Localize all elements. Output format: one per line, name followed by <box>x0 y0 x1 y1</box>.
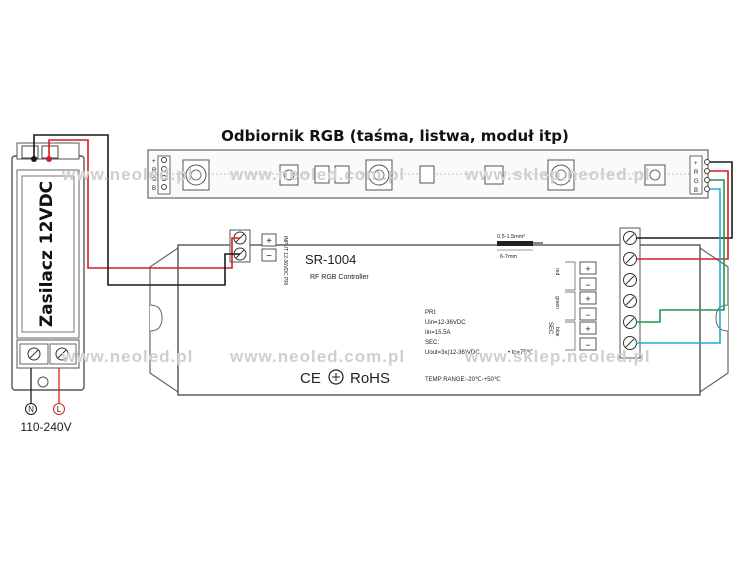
wire-psu-positive <box>48 139 240 269</box>
led-5050 <box>365 159 393 191</box>
svg-text:+: + <box>152 159 156 165</box>
svg-text:+: + <box>694 161 698 167</box>
svg-text:Uout=3x(12-36)VDC: Uout=3x(12-36)VDC <box>425 350 480 356</box>
spec-block: PRI: Uin=12-36VDC Iin=15.5A SEC: Uout=3x… <box>425 310 534 383</box>
controller-sr1004: + − INPUT 12-36VDC PRI SR-1004 RF RGB Co… <box>149 227 729 396</box>
svg-text:−: − <box>585 310 590 320</box>
svg-text:G: G <box>694 179 699 185</box>
svg-text:R: R <box>152 168 157 174</box>
resistor <box>279 164 299 186</box>
power-supply: Zasilacz 12VDC <box>11 142 85 391</box>
svg-text:red: red <box>554 268 560 275</box>
wire-psu-negative <box>33 134 240 286</box>
input-label: INPUT 12-36VDC PRI <box>282 236 288 285</box>
svg-text:+: + <box>585 324 590 334</box>
wire-green <box>636 179 725 323</box>
resistor <box>644 164 666 186</box>
svg-text:www.neoled.pl: www.neoled.pl <box>61 347 193 366</box>
watermarks: www.neoled.pl www.neoled.com.pl www.skle… <box>61 165 651 366</box>
svg-text:SEC:: SEC: <box>425 340 439 346</box>
svg-text:www.sklep.neoled.pl: www.sklep.neoled.pl <box>464 347 651 366</box>
svg-text:+: + <box>585 294 590 304</box>
strip-pins-left: + R G B <box>152 155 171 195</box>
svg-text:www.neoled.com.pl: www.neoled.com.pl <box>229 165 405 184</box>
rgb-strip: + R G B <box>147 149 710 199</box>
strip-pins-right: + R G B <box>689 155 710 195</box>
wire-common <box>636 161 733 239</box>
output-terminals <box>619 227 641 359</box>
svg-text:+: + <box>585 264 590 274</box>
svg-text:B: B <box>152 186 156 192</box>
svg-text:SEC: SEC <box>547 322 553 335</box>
psu-label: Zasilacz 12VDC <box>37 181 57 327</box>
live-label: L <box>57 405 62 414</box>
svg-text:www.sklep.neoled.pl: www.sklep.neoled.pl <box>464 165 651 184</box>
resistor <box>314 165 350 184</box>
svg-text:−: − <box>585 340 590 350</box>
rohs-mark: RoHS <box>350 370 390 387</box>
neutral-label: N <box>28 405 34 414</box>
model-label: SR-1004 <box>305 252 356 267</box>
resistor <box>419 165 504 185</box>
svg-text:• tc=75℃: • tc=75℃ <box>508 350 534 356</box>
wires <box>33 134 733 344</box>
svg-text:green: green <box>554 296 560 309</box>
svg-text:0.5-1.5mm²: 0.5-1.5mm² <box>497 234 525 240</box>
certification-marks: CE RoHS <box>300 369 390 387</box>
controller-subtitle: RF RGB Controller <box>310 274 369 281</box>
temp-range: TEMP RANGE:-20℃-+50℃ <box>425 377 501 383</box>
svg-text:G: G <box>152 177 157 183</box>
svg-text:R: R <box>694 170 699 176</box>
led-5050 <box>182 159 210 191</box>
ac-input: N L 110-240V <box>20 368 72 434</box>
svg-text:+: + <box>266 236 272 247</box>
wire-red <box>636 170 729 260</box>
svg-text:−: − <box>585 280 590 290</box>
svg-text:blue: blue <box>554 327 560 337</box>
svg-text:www.neoled.com.pl: www.neoled.com.pl <box>229 347 405 366</box>
svg-text:Iin=15.5A: Iin=15.5A <box>425 330 451 336</box>
ce-mark: CE <box>300 370 321 387</box>
svg-text:B: B <box>694 188 698 194</box>
wire-blue <box>636 188 721 344</box>
svg-text:−: − <box>266 251 272 262</box>
svg-text:Uin=12-36VDC: Uin=12-36VDC <box>425 320 466 326</box>
diagram-title: Odbiornik RGB (taśma, listwa, moduł itp) <box>221 127 569 145</box>
led-5050 <box>547 159 575 191</box>
wire-spec: 0.5-1.5mm² 6-7mm <box>497 234 543 260</box>
voltage-label: 110-240V <box>20 420 71 434</box>
output-channels: SEC + − red + − green + − blue <box>547 261 597 351</box>
svg-text:www.neoled.pl: www.neoled.pl <box>61 165 193 184</box>
svg-text:PRI:: PRI: <box>425 310 437 316</box>
svg-text:6-7mm: 6-7mm <box>500 254 518 260</box>
